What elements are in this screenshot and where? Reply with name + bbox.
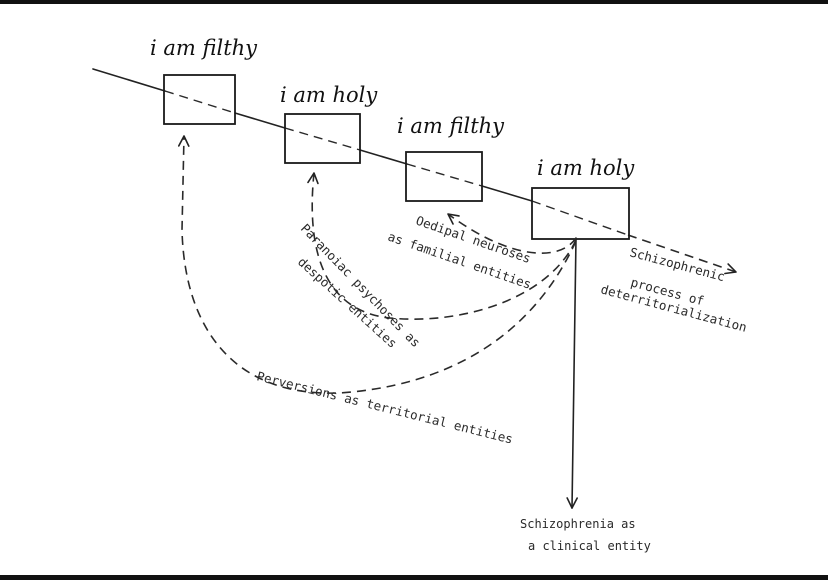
- top-border: [0, 0, 828, 4]
- dashed-line-segments: [164, 90, 629, 236]
- clinical-label-line2: a clinical entity: [528, 539, 651, 553]
- oedipal-curve: [447, 213, 577, 254]
- perversions-curve: [177, 135, 577, 394]
- box-4: [531, 187, 630, 240]
- paranoiac-curve: [307, 172, 577, 320]
- clinical-line: [566, 237, 578, 509]
- main-diagonal-line: [92, 68, 533, 202]
- box-2: [284, 113, 361, 164]
- box-4-title: i am holy: [537, 156, 635, 180]
- box-2-title: i am holy: [280, 83, 378, 107]
- bottom-border: [0, 575, 828, 580]
- box-3-title: i am filthy: [397, 114, 505, 138]
- box-1: [163, 74, 236, 125]
- clinical-label-line1: Schizophrenia as: [520, 517, 636, 531]
- perversions-label: Perversions as territorial entities: [255, 368, 514, 446]
- deterritorialization-arrow: [627, 234, 737, 275]
- box-3: [405, 151, 483, 202]
- box-1-title: i am filthy: [150, 36, 258, 60]
